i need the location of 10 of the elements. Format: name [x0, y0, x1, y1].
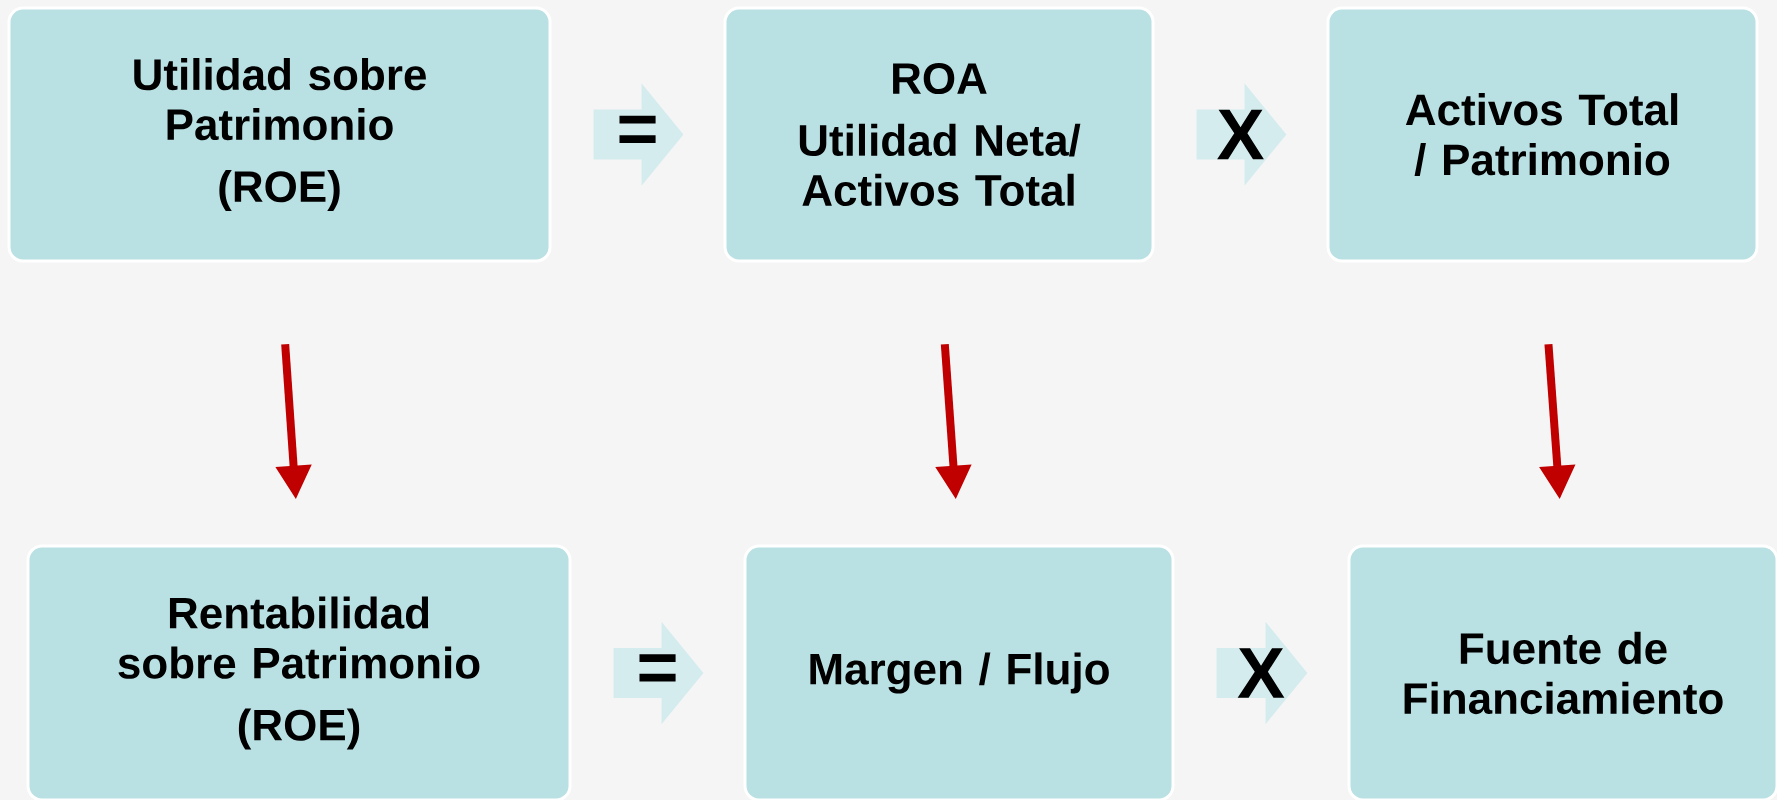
text-box: Activos Total / Patrimonio [1326, 6, 1759, 263]
operator-symbol: X [1217, 109, 1264, 160]
text-box: Fuente de Financiamiento [1347, 544, 1777, 800]
operator-symbol: X [1237, 648, 1285, 698]
operator-symbol: = [639, 654, 676, 682]
text-box: Margen / Flujo [743, 544, 1175, 800]
text-box: Utilidad sobre Patrimonio (ROE) [7, 6, 552, 263]
text-box: ROA Utilidad Neta/ Activos Total [723, 6, 1155, 263]
operator-symbol: = [619, 115, 656, 143]
text-box: Rentabilidad sobre Patrimonio (ROE) [26, 544, 572, 800]
